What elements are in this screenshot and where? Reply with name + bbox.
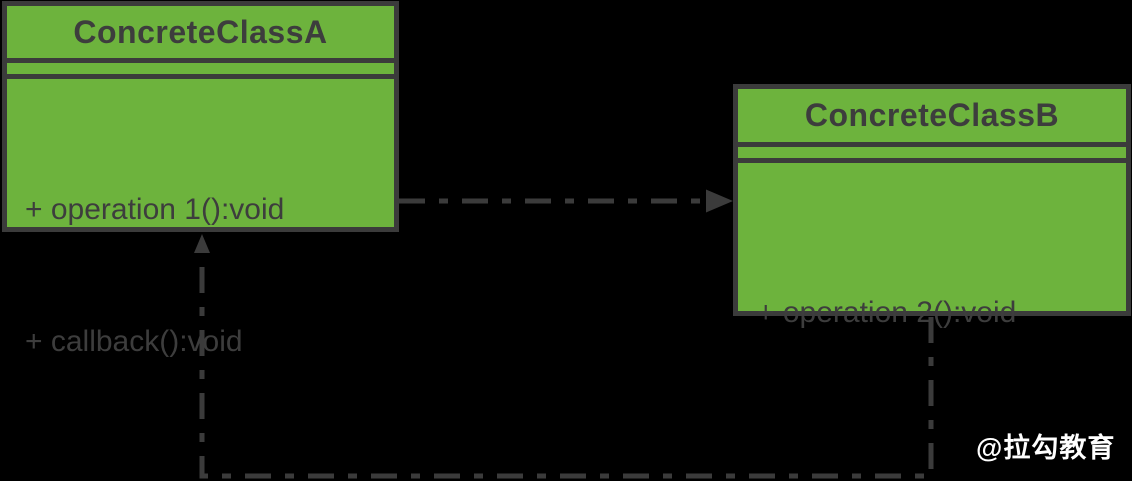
class-method: + operation 2():void [757, 296, 1017, 329]
class-box-concreteclassa: ConcreteClassA + operation 1():void + ca… [2, 1, 399, 358]
watermark: @拉勾教育 [976, 433, 1116, 463]
class-name-concreteclassb: ConcreteClassB [738, 89, 1126, 147]
methods-compartment-a: + operation 1():void + callback():void [7, 79, 394, 452]
arrowhead-right-icon [706, 189, 733, 213]
attributes-compartment-a [7, 63, 394, 79]
class-box-concreteclassb: ConcreteClassB + operation 2():void [733, 84, 1131, 329]
class-name-concreteclassa: ConcreteClassA [7, 6, 394, 63]
attributes-compartment-b [738, 147, 1126, 163]
class-method: + callback():void [25, 325, 243, 358]
class-method: + operation 1():void [25, 193, 285, 226]
methods-compartment-b: + operation 2():void [738, 163, 1126, 423]
